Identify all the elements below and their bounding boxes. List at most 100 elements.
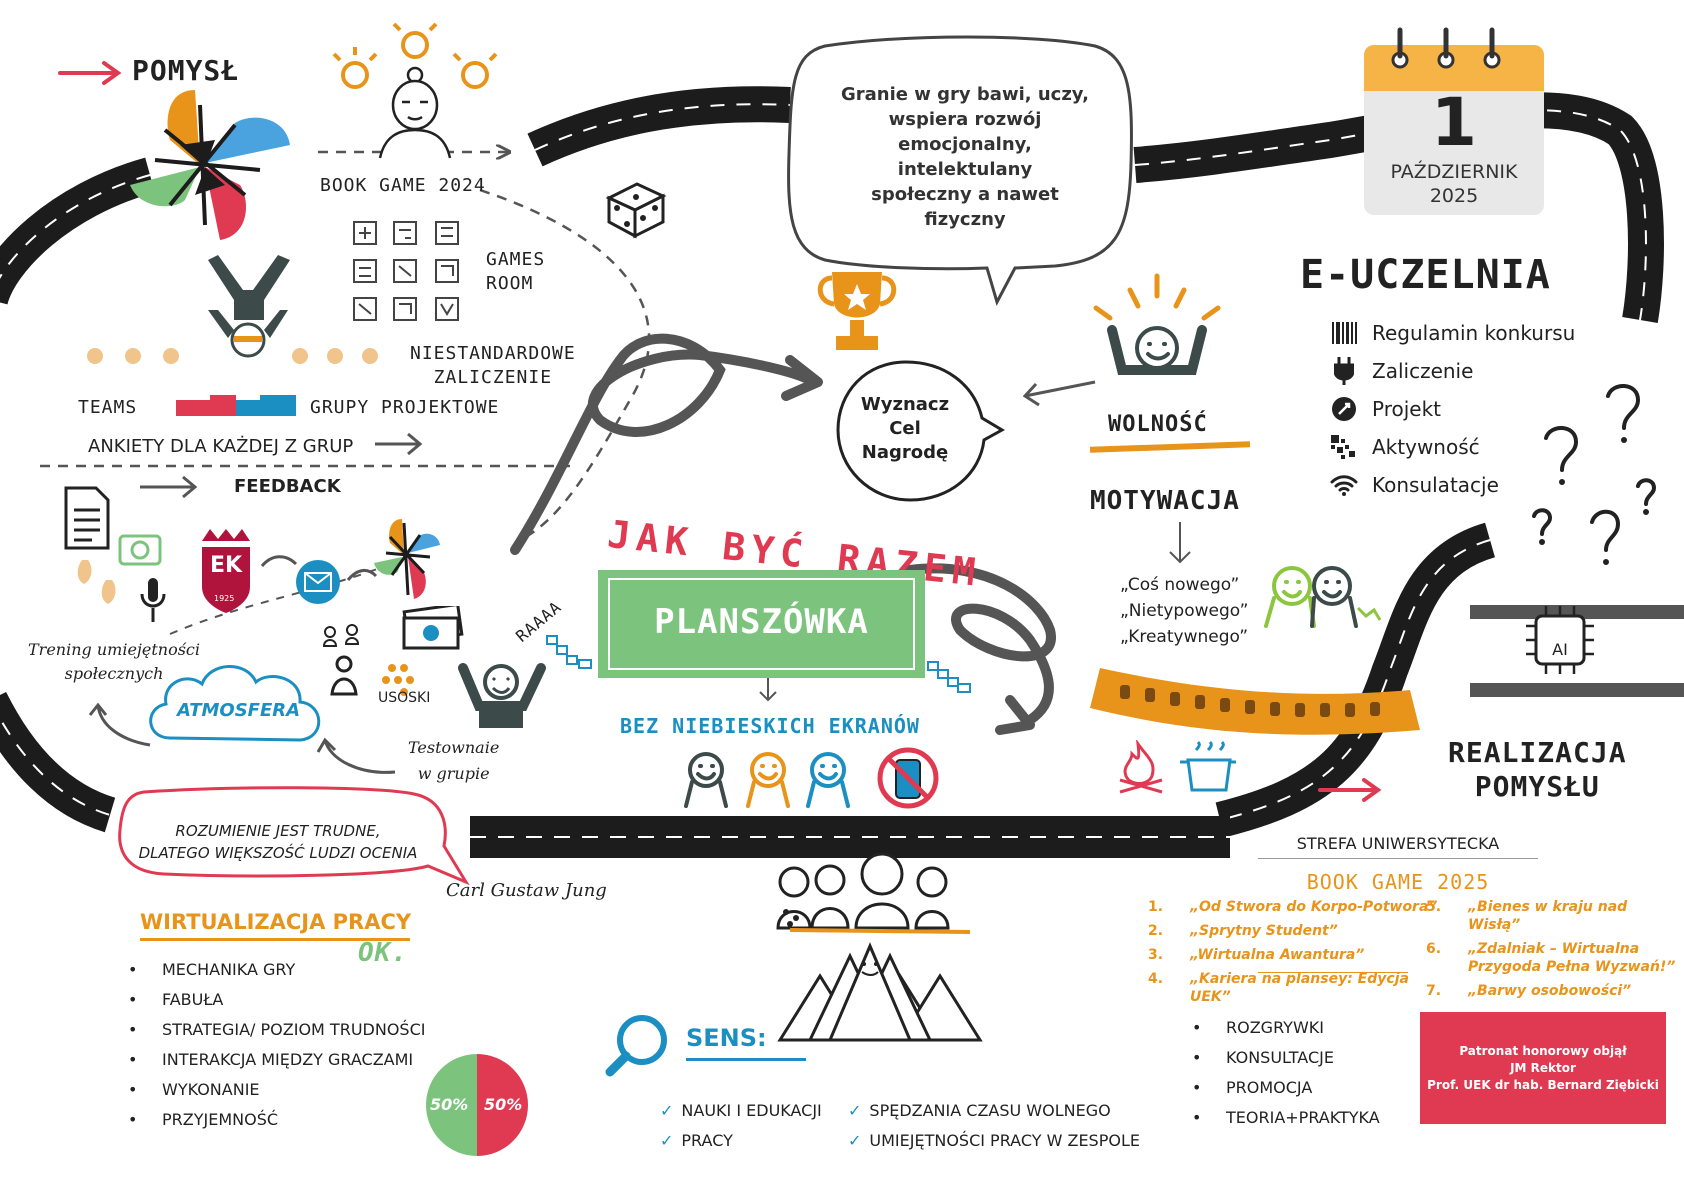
check-icon: ✓: [848, 1101, 862, 1120]
pomysl-title: POMYSŁ: [132, 54, 240, 87]
sens-item: ✓PRACY: [660, 1126, 822, 1156]
freedom-person-icon: [1093, 273, 1221, 375]
ai-chip-icon: [1526, 606, 1594, 674]
planszowka-board-border: [608, 578, 915, 670]
game-entry-number: 3.: [1148, 947, 1164, 963]
planszowka-label: PLANSZÓWKA: [654, 602, 869, 642]
game-entry: 3.„Wirtualna Awantura”: [1148, 946, 1448, 964]
niestandardowe-line1: NIESTANDARDOWE: [410, 343, 576, 364]
wyznacz-line1: Wyznacz: [860, 394, 950, 415]
swirl-arrow-top-head: [781, 355, 823, 401]
dice-icon: [605, 182, 667, 239]
wirtualizacja-list: MECHANIKA GRY FABUŁA STRATEGIA/ POZIOM T…: [128, 955, 425, 1135]
rozgrywki-item: TEORIA+PRAKTYKA: [1192, 1103, 1380, 1133]
jung-author: Carl Gustaw Jung: [446, 880, 607, 901]
game-entry-title: „Barwy osobowości”: [1468, 983, 1632, 999]
ankiety-label: ANKIETY DLA KAŻDEJ Z GRUP: [88, 436, 354, 457]
barcode-icon: [1330, 319, 1358, 347]
sens-item: ✓UMIEJĘTNOŚCI PRACY W ZESPOLE: [848, 1126, 1140, 1156]
game-entry-number: 1.: [1148, 899, 1164, 915]
game-entry-title: „Zdalniak – Wirtualna Przygoda Pełna Wyz…: [1468, 941, 1676, 975]
realizacja-line2: POMYSŁU: [1474, 770, 1600, 803]
dashed-curve: [479, 188, 651, 542]
sens-item-label: SPĘDZANIA CZASU WOLNEGO: [869, 1101, 1111, 1120]
check-icon: ✓: [660, 1101, 674, 1120]
motywacja-title: MOTYWACJA: [1090, 486, 1240, 516]
activity-icon: [1330, 433, 1358, 461]
sens-item: ✓ SPĘDZANIA CZASU WOLNEGO: [848, 1096, 1140, 1126]
patronat-box: Patronat honorowy objął JM Rektor Prof. …: [1420, 1012, 1666, 1124]
game-entry: 2.„Sprytny Student”: [1148, 922, 1448, 940]
realizacja-title: REALIZACJA POMYSŁU: [1448, 736, 1627, 804]
book-game-2024-label: BOOK GAME 2024: [320, 175, 486, 196]
speech-line-6: fizyczny: [924, 209, 1006, 230]
rozgrywki-item: PROMOCJA: [1192, 1073, 1380, 1103]
jung-quote-text: ROZUMIENIE JEST TRUDNE, DLATEGO WIĘKSZOŚ…: [128, 820, 428, 864]
game-entry-number: 4.: [1148, 971, 1164, 987]
motywacja-quote-1: „Coś nowego”: [1120, 575, 1240, 595]
game-entry-title: „Kariera na plansey: Edycja UEK”: [1190, 971, 1409, 1005]
speech-bubble-shape: [787, 35, 1133, 306]
calendar-card: [1364, 45, 1544, 215]
menu-item-regulamin[interactable]: Regulamin konkursu: [1330, 314, 1575, 352]
testowanie-line1: Testownaie: [408, 738, 500, 757]
wirtualizacja-item: STRATEGIA/ POZIOM TRUDNOŚCI: [128, 1015, 425, 1045]
wyznacz-text: Wyznacz Cel Nagrodę: [850, 393, 960, 465]
uek-year: 1925: [214, 594, 235, 603]
magnifier-icon: [605, 1015, 667, 1077]
calendar-rings: [1391, 27, 1501, 69]
wyznacz-line2: Cel: [889, 418, 921, 439]
menu-item-zaliczenie[interactable]: Zaliczenie: [1330, 352, 1575, 390]
menu-label-konsultacje: Konsulatacje: [1372, 473, 1499, 497]
patronat-line2: JM Rektor: [1510, 1060, 1576, 1075]
calendar-year: 2025: [1429, 185, 1479, 207]
orange-bridge: [1090, 668, 1420, 735]
pixel-stairs-left: [546, 635, 592, 669]
grupy-projektowe-label: GRUPY PROJEKTOWE: [310, 397, 500, 418]
games-room-icons: [353, 221, 459, 321]
wirtualizacja-item: MECHANIKA GRY: [128, 955, 425, 985]
trening-label: Trening umiejętności społecznych: [28, 638, 200, 686]
strefa-label: STREFA UNIWERSYTECKA: [1296, 834, 1500, 853]
wirtualizacja-item: FABUŁA: [128, 985, 425, 1015]
menu-item-konsultacje[interactable]: Konsulatacje: [1330, 466, 1575, 504]
book-game-2025-title: BOOK GAME 2025: [1306, 870, 1490, 894]
cheering-person-icon: [458, 663, 546, 728]
pomysl-arrow: [58, 61, 122, 85]
calendar-month: PAŹDZIERNIK: [1390, 161, 1518, 183]
menu-item-aktywnosc[interactable]: Aktywność: [1330, 428, 1575, 466]
question-marks-icon: [1532, 384, 1657, 565]
jung-quote-bubble: [118, 786, 470, 886]
game-entry-title: „Od Stwora do Korpo-Potwora”: [1190, 899, 1438, 915]
wirtualizacja-item: WYKONANIE: [128, 1075, 425, 1105]
teams-bar-chart: [176, 395, 296, 416]
calendar-header: [1364, 45, 1544, 91]
fifty-fifty-circle: [426, 1054, 528, 1156]
document-hands-icon: [64, 486, 116, 604]
sens-col2: ✓ SPĘDZANIA CZASU WOLNEGO ✓UMIEJĘTNOŚCI P…: [848, 1096, 1140, 1156]
trening-line2: społecznych: [64, 664, 164, 683]
game-entry: 4. „Kariera na plansey: Edycja UEK”: [1148, 970, 1448, 1006]
games-room-line1: GAMES: [486, 249, 546, 270]
swirl-arrow-right-head: [995, 695, 1035, 735]
dashed-curve-left: [169, 559, 401, 635]
jung-line2: DLATEGO WIĘKSZOŚĆ LUDZI OCENIA: [138, 844, 418, 862]
money-icon: [402, 606, 464, 650]
wifi-icon: [1330, 471, 1358, 499]
patronat-line3: Prof. UEK dr hab. Bernard Ziębicki: [1427, 1077, 1659, 1092]
menu-label-aktywnosc: Aktywność: [1372, 435, 1480, 459]
speech-bubble-text: Granie w gry bawi, uczy, wspiera rozwój …: [815, 82, 1115, 232]
wolnosc-label: WOLNOŚĆ: [1108, 412, 1208, 437]
jung-line1: ROZUMIENIE JEST TRUDNE,: [175, 822, 381, 840]
road-left-loop: [0, 157, 156, 833]
motywacja-quote-3: „Kreatywnego”: [1120, 627, 1249, 647]
menu-item-projekt[interactable]: Projekt: [1330, 390, 1575, 428]
trening-line1: Trening umiejętności: [28, 640, 200, 659]
speech-line-5: społeczny a nawet: [871, 184, 1059, 205]
wirtualizacja-item: INTERAKCJA MIĘDZY GRACZAMI: [128, 1045, 425, 1075]
mail-flow-icon: [260, 555, 378, 604]
calendar-date: PAŹDZIERNIK 2025: [1364, 160, 1544, 208]
menu-label-regulamin: Regulamin konkursu: [1372, 321, 1576, 345]
wirtualizacja-title: WIRTUALIZACJA PRACY: [140, 910, 412, 934]
strefa-divider: [1258, 858, 1538, 859]
